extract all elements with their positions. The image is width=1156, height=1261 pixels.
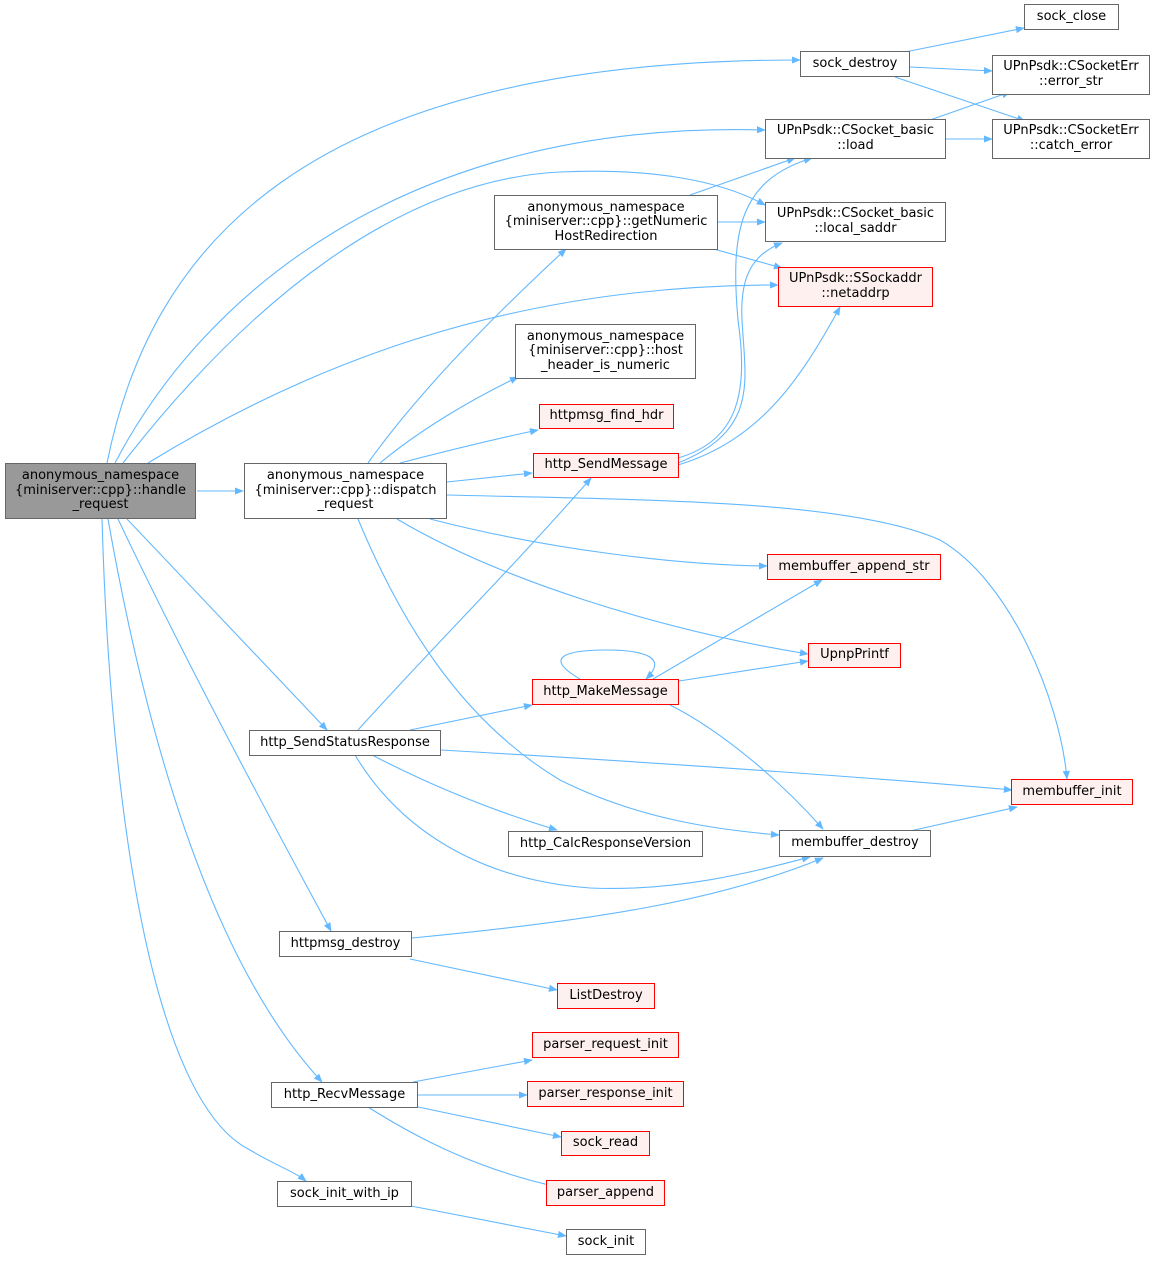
edge-sockinitip-to-sockinit — [410, 1205, 567, 1238]
edge-sendstatus-to-calcresponse — [371, 754, 558, 832]
edge-handle-to-sock-destroy — [106, 56, 801, 464]
edge-sendmessage-to-load — [677, 156, 813, 459]
node-ssockaddr-netaddrp[interactable]: UPnPsdk::SSockaddr ::netaddrp — [778, 267, 933, 307]
edge-sendstatus-to-membuffer-init — [440, 749, 1013, 793]
edge-dispatch-to-find-hdr — [399, 428, 539, 464]
edge-dispatch-to-upnpprintf — [396, 518, 809, 657]
node-http-makemessage[interactable]: http_MakeMessage — [532, 679, 679, 705]
edge-sendstatus-to-sendmessage — [357, 477, 592, 731]
node-dispatch-request[interactable]: anonymous_namespace {miniserver::cpp}::d… — [244, 463, 447, 519]
node-sock-init-with-ip[interactable]: sock_init_with_ip — [277, 1181, 412, 1207]
edge-dispatch-to-append-str — [429, 518, 768, 570]
edge-recv-to-parser-append — [367, 1106, 559, 1189]
node-http-recvmessage[interactable]: http_RecvMessage — [271, 1082, 418, 1108]
edge-getnumeric-to-load — [689, 157, 796, 196]
edge-handle-to-local-saddr — [122, 170, 766, 464]
edge-dispatch-to-sendmessage — [446, 470, 533, 483]
edge-handle-to-sendstatus — [126, 518, 328, 731]
edge-makemessage-to-membuffer-destroy — [669, 704, 824, 830]
edge-makemessage-to-append-str — [652, 579, 823, 680]
edge-httpmsg-destroy-to-listdestroy — [409, 958, 558, 992]
edge-sendmessage-to-netaddrp — [677, 306, 841, 466]
edge-dispatch-to-host-header — [379, 376, 519, 464]
node-csocketerr-error-str[interactable]: UPnPsdk::CSocketErr ::error_str — [992, 55, 1150, 95]
edge-sock-destroy-to-error-str — [909, 66, 993, 75]
node-parser-request-init[interactable]: parser_request_init — [532, 1032, 679, 1058]
edge-sendmessage-to-local-saddr — [677, 242, 783, 464]
node-httpmsg-destroy[interactable]: httpmsg_destroy — [279, 931, 412, 957]
edge-handle-to-recvmessage — [107, 518, 323, 1083]
node-sock-close[interactable]: sock_close — [1024, 4, 1119, 30]
node-http-sendstatusresponse[interactable]: http_SendStatusResponse — [249, 730, 441, 756]
edge-dispatch-to-membuffer-init — [446, 494, 1070, 780]
edge-membuffer-destroy-to-init — [909, 805, 1018, 832]
edge-load-to-error-str — [929, 91, 1011, 121]
node-getnumerichostredirection[interactable]: anonymous_namespace {miniserver::cpp}::g… — [494, 195, 718, 250]
node-http-calcresponseversion[interactable]: http_CalcResponseVersion — [508, 831, 703, 857]
node-parser-response-init[interactable]: parser_response_init — [527, 1081, 684, 1107]
node-parser-append[interactable]: parser_append — [546, 1180, 665, 1206]
edge-recv-to-sock-read — [417, 1106, 562, 1139]
edge-handle-to-httpmsg-destroy — [117, 518, 332, 932]
edge-sock-destroy-to-catch-error — [894, 76, 1026, 122]
node-upnpprintf[interactable]: UpnpPrintf — [808, 643, 901, 668]
edge-makemessage-to-upnpprintf — [678, 658, 809, 682]
edge-handle-to-load — [114, 126, 766, 464]
node-http-sendmessage[interactable]: http_SendMessage — [533, 453, 679, 478]
node-csocket-basic-load[interactable]: UPnPsdk::CSocket_basic ::load — [765, 119, 946, 159]
edge-makemessage-self — [560, 649, 655, 680]
node-membuffer-init[interactable]: membuffer_init — [1011, 779, 1133, 805]
node-sock-init[interactable]: sock_init — [566, 1229, 646, 1255]
edge-recv-to-request-init — [412, 1057, 533, 1083]
node-httpmsg-find-hdr[interactable]: httpmsg_find_hdr — [539, 404, 674, 429]
node-csocket-basic-local-saddr[interactable]: UPnPsdk::CSocket_basic ::local_saddr — [765, 202, 946, 242]
edge-getnumeric-to-netaddrp — [709, 247, 783, 270]
edge-sock-destroy-to-close — [904, 26, 1025, 53]
edge-httpmsg-destroy-to-membuffer-destroy — [411, 857, 824, 939]
node-membuffer-destroy[interactable]: membuffer_destroy — [779, 830, 931, 857]
node-handle-request: anonymous_namespace {miniserver::cpp}::h… — [5, 463, 196, 519]
edge-sendstatus-to-membuffer-destroy — [354, 754, 811, 890]
node-csocketerr-catch-error[interactable]: UPnPsdk::CSocketErr ::catch_error — [992, 119, 1150, 159]
call-edges — [101, 26, 1070, 1238]
edge-dispatch-to-membuffer-destroy — [357, 518, 780, 838]
node-sock-destroy[interactable]: sock_destroy — [800, 51, 910, 77]
edge-dispatch-to-getnumeric — [367, 248, 567, 464]
node-host-header-is-numeric[interactable]: anonymous_namespace {miniserver::cpp}::h… — [515, 324, 696, 379]
edge-handle-to-netaddrp — [147, 281, 779, 464]
edge-sendstatus-to-makemessage — [409, 703, 533, 731]
edge-handle-to-sock-init-with-ip — [101, 518, 307, 1182]
node-listdestroy[interactable]: ListDestroy — [557, 983, 655, 1009]
node-sock-read[interactable]: sock_read — [561, 1131, 650, 1156]
node-membuffer-append-str[interactable]: membuffer_append_str — [767, 554, 941, 580]
